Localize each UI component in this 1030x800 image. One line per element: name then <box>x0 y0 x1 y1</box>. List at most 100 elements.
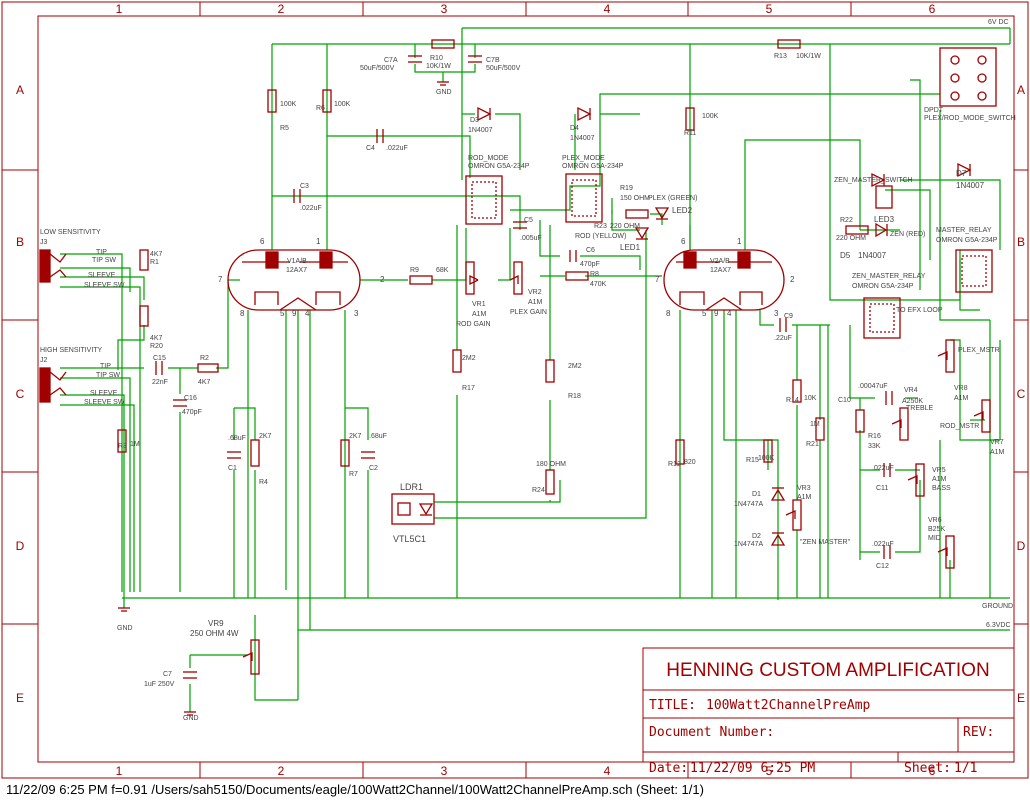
row-label-d-right: D <box>1017 539 1026 553</box>
frame-labels: 1 2 3 4 5 6 1 2 3 4 5 6 A B C D E A B C … <box>16 2 1026 778</box>
c9-name: C9 <box>784 313 793 320</box>
v1-pin-6: 6 <box>260 237 265 246</box>
ldr1-optocoupler <box>391 493 435 525</box>
r8-value: 470K <box>590 281 607 288</box>
led2-label: PLEX (GREEN) <box>648 195 697 202</box>
capacitor-c7 <box>183 671 197 679</box>
r14-value: 10K <box>804 395 817 402</box>
col-label-2: 2 <box>278 2 285 16</box>
r17-value: 2M2 <box>462 355 476 362</box>
net-gnd-bottom: GND <box>183 715 199 722</box>
r7-name: R7 <box>349 471 358 478</box>
v2-pin-9: 9 <box>714 309 719 318</box>
resistor-r19 <box>625 209 649 219</box>
r13-value: 10K/1W <box>796 53 821 60</box>
component-labels: 6V DC GROUND 6.3VDC GND GND GND LOW SENS… <box>40 19 1016 722</box>
vr9-value: 250 OHM 4W <box>190 629 239 638</box>
vr6-value: B25K <box>928 526 945 533</box>
ldr1-type: VTL5C1 <box>393 534 426 544</box>
r10-name: R10 <box>430 55 443 62</box>
j3-pin-sleevesw: SLEEVE SW <box>84 282 125 289</box>
r22-name: R22 <box>840 217 853 224</box>
d2-name: D2 <box>752 533 761 540</box>
d4-name: D4 <box>570 125 579 132</box>
net-6-3vdc: 6.3VDC <box>986 622 1011 629</box>
c5-value: .005uF <box>520 235 542 242</box>
led1-name: LED1 <box>620 243 641 252</box>
j3-label: LOW SENSITIVITY <box>40 229 101 236</box>
capacitor-c7b <box>468 55 482 63</box>
capacitor-c16 <box>173 399 187 407</box>
resistor-r9 <box>409 275 433 285</box>
v2-pin-6: 6 <box>681 237 686 246</box>
d7-name: D7 <box>956 169 967 178</box>
v1-pin-3: 3 <box>354 309 359 318</box>
r7-value: 2K7 <box>349 433 362 440</box>
v1-pin-5: 5 <box>280 309 285 318</box>
file-path-footer: 11/22/09 6:25 PM f=0.91 /Users/sah5150/D… <box>6 782 704 797</box>
c7-name: C7 <box>163 671 172 678</box>
r21-value: 1M <box>810 421 820 428</box>
col-label-5: 5 <box>766 2 773 16</box>
relay-zen-master <box>863 297 901 339</box>
j3-name: J3 <box>40 239 48 246</box>
vr2-name: VR2 <box>528 289 542 296</box>
c11-value: .022uF <box>872 465 894 472</box>
c3-value: .022uF <box>300 205 322 212</box>
c1-name: C1 <box>228 465 237 472</box>
company-name: HENNING CUSTOM AMPLIFICATION <box>666 660 989 681</box>
pot-vr2 <box>509 261 523 295</box>
wires <box>60 27 1011 712</box>
col-label-6-bottom: 6 <box>929 764 936 778</box>
row-label-a: A <box>16 83 24 97</box>
resistor-r12 <box>675 439 685 465</box>
diode-d4 <box>577 106 592 122</box>
j3-pin-tipsw: TIP SW <box>92 257 116 264</box>
c15-value: 22nF <box>152 379 168 386</box>
r24-value: 180 OHM <box>536 461 566 468</box>
dpdt-label: PLEX/ROD_MODE_SWITCH <box>924 115 1016 122</box>
led3-name: LED3 <box>874 215 895 224</box>
net-ground: GROUND <box>982 603 1013 610</box>
r16-value: 33K <box>868 443 881 450</box>
v1-pin-1: 1 <box>316 237 321 246</box>
r24-name: R24 <box>532 487 545 494</box>
vr5-name: VR5 <box>932 467 946 474</box>
v1-type: 12AX7 <box>286 267 307 274</box>
v1-name: V1A/B <box>287 258 307 265</box>
vr1-label: ROD GAIN <box>456 321 491 328</box>
row-label-e-right: E <box>1017 691 1025 705</box>
drawing-frame <box>1 1 1029 779</box>
r18-name: R18 <box>568 393 581 400</box>
j2-name: J2 <box>40 357 48 364</box>
v2-pin-2: 2 <box>790 275 795 284</box>
d1-name: D1 <box>752 491 761 498</box>
diode-d2 <box>770 532 786 546</box>
r4-name: R4 <box>259 479 268 486</box>
r13-name: R13 <box>774 53 787 60</box>
r23-name: R23 <box>594 223 607 230</box>
c7a-name: C7A <box>384 57 398 64</box>
col-label-3-bottom: 3 <box>441 764 448 778</box>
resistor-r14 <box>792 379 802 403</box>
components <box>39 39 997 716</box>
r3-value: 1M <box>130 441 140 448</box>
resistor-r10 <box>431 39 455 49</box>
vr5-label: BASS <box>932 485 951 492</box>
r20-name: R20 <box>150 343 163 350</box>
capacitor-c4 <box>376 129 384 143</box>
capacitor-c7a <box>408 55 422 63</box>
r15-name: R15 <box>746 457 759 464</box>
led2 <box>654 207 670 220</box>
diode-d5 <box>871 172 886 188</box>
capacitor-c6 <box>569 250 577 262</box>
resistor-r18 <box>545 359 555 383</box>
date-value: 11/22/09 6:25 PM <box>690 761 815 776</box>
c3-name: C3 <box>300 183 309 190</box>
d2-value: 1N4747A <box>734 541 764 548</box>
tube-v1 <box>227 249 361 311</box>
row-label-e: E <box>16 691 24 705</box>
led1 <box>634 227 650 240</box>
j3-pin-sleeve: SLEEVE <box>88 272 116 279</box>
r9-name: R9 <box>410 267 419 274</box>
